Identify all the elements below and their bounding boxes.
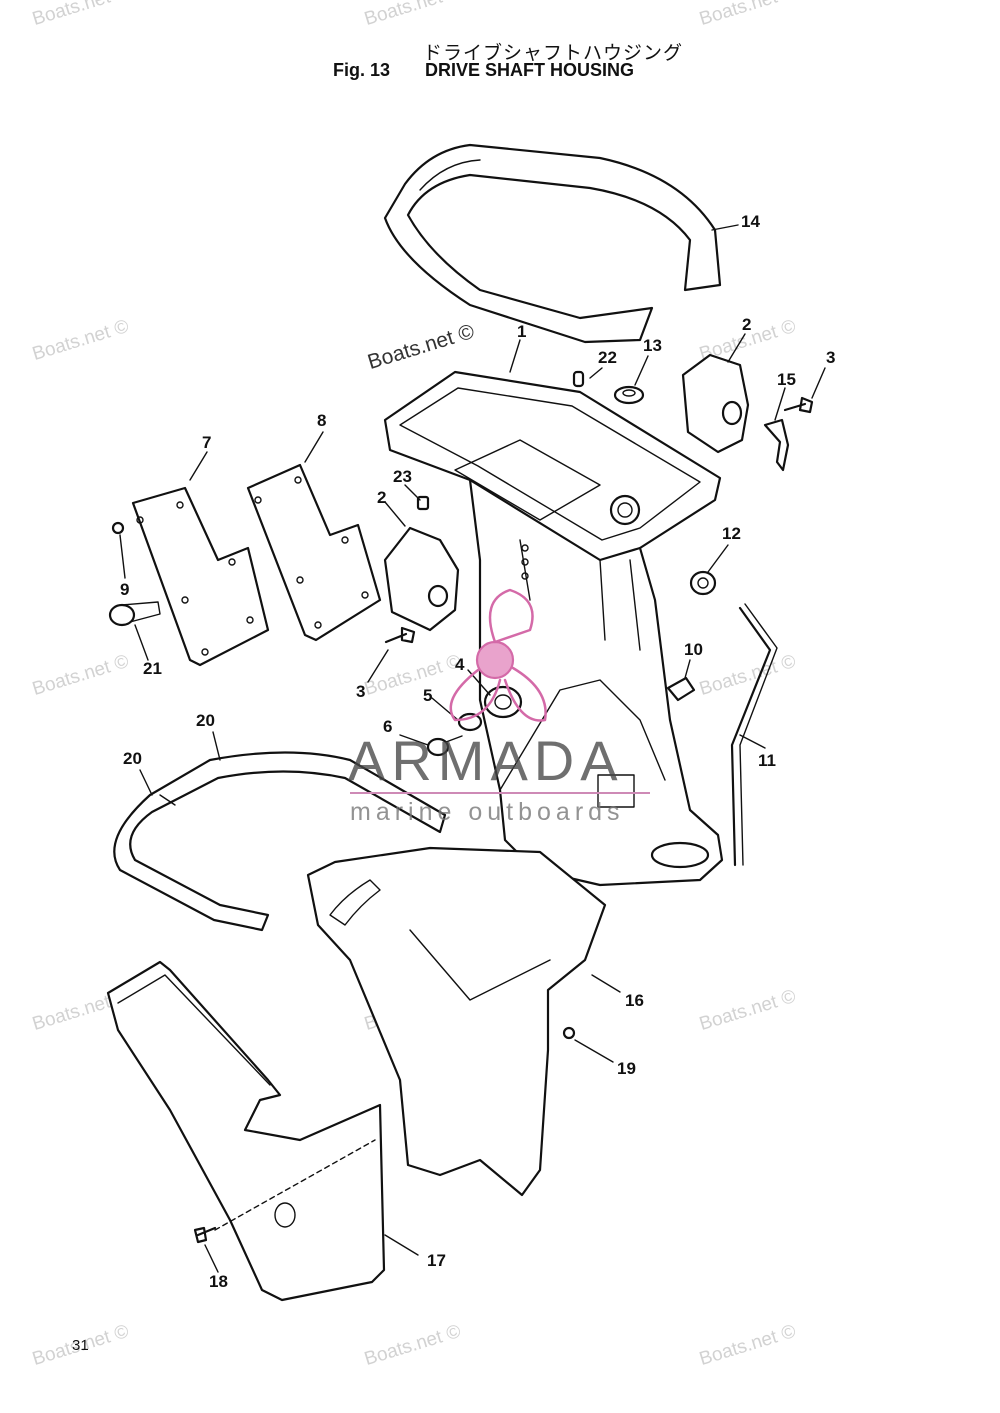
- page-number: 31: [72, 1337, 89, 1354]
- part-right-cover: [306, 846, 607, 1197]
- part-lower-seal: [113, 751, 447, 932]
- part-spacer: [483, 685, 523, 719]
- figure-number: Fig. 13: [333, 60, 391, 80]
- callout-label: 13: [643, 336, 662, 355]
- part-cover-plate: [131, 486, 270, 667]
- part-left-cover: [106, 960, 386, 1302]
- part-grommet: [613, 385, 645, 405]
- callout-label: 18: [209, 1272, 228, 1291]
- brand-name: ARMADA: [348, 729, 624, 792]
- brand-tagline: marine outboards: [350, 798, 625, 826]
- part-dowel-pin: [572, 370, 585, 388]
- callout-label: 8: [317, 411, 327, 430]
- callout-label: 9: [120, 580, 130, 599]
- callout-label: 10: [684, 640, 703, 659]
- part-drive-shaft-housing: [383, 370, 724, 887]
- callout-label: 7: [202, 433, 212, 452]
- callout-label: 5: [423, 686, 433, 705]
- leader-lines: [119, 224, 826, 1273]
- part-small-bolt: [111, 521, 125, 535]
- part-clip: [666, 676, 696, 702]
- part-bolt: [562, 1026, 576, 1040]
- callout-label: 6: [383, 717, 393, 736]
- part-bushing: [689, 570, 717, 596]
- callout-label: 15: [777, 370, 796, 389]
- callout-label: 20: [196, 711, 215, 730]
- part-bracket: [763, 418, 790, 472]
- part-gasket: [246, 463, 382, 642]
- figure-title: DRIVE SHAFT HOUSING: [425, 60, 635, 80]
- callout-label: 12: [722, 524, 741, 543]
- callout-label: 19: [617, 1059, 636, 1078]
- title-japanese: ドライブシャフトハウジング: [423, 42, 684, 64]
- callout-label: 2: [742, 315, 752, 334]
- part-washer: [457, 712, 483, 732]
- part-bolt: [384, 626, 416, 644]
- callout-label: 1: [517, 322, 527, 341]
- callout-label: 4: [455, 655, 465, 674]
- callout-label: 14: [741, 212, 760, 231]
- part-upper-mount: [681, 353, 750, 454]
- part-screw: [193, 1226, 217, 1244]
- callout-label: 23: [393, 467, 412, 486]
- part-top-seal: [383, 143, 722, 344]
- part-water-tube: [730, 603, 778, 867]
- brand-logo-icon: [449, 588, 547, 722]
- part-plug: [108, 601, 161, 627]
- callout-label: 3: [356, 682, 366, 701]
- callout-label: 17: [427, 1251, 446, 1270]
- callout-label: 21: [143, 659, 162, 678]
- callout-label: 16: [625, 991, 644, 1010]
- part-bolt: [416, 495, 430, 511]
- brand-divider: [350, 792, 650, 794]
- callout-label: 2: [377, 488, 387, 507]
- callout-label: 3: [826, 348, 836, 367]
- part-lower-mount: [383, 526, 460, 632]
- callout-label: 20: [123, 749, 142, 768]
- callout-label: 11: [758, 751, 776, 770]
- part-bolt: [426, 735, 463, 757]
- part-bolt: [783, 396, 814, 414]
- callout-label: 22: [598, 348, 617, 367]
